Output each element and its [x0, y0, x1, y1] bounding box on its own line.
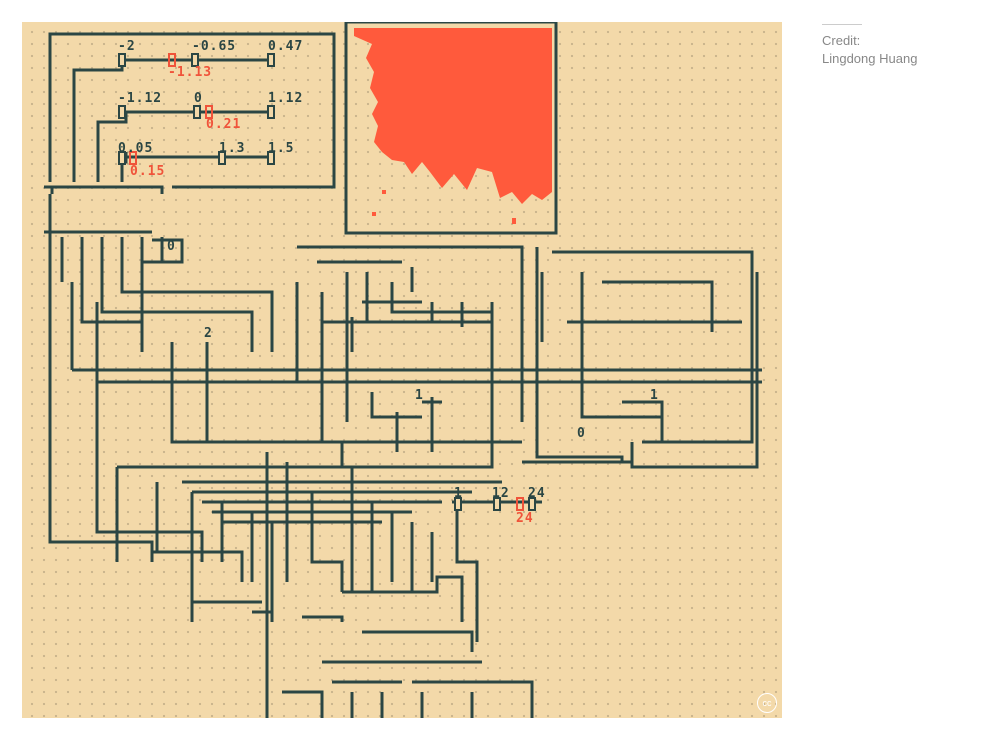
slider-handle [218, 151, 226, 165]
wire [320, 272, 494, 442]
slider-value-knob [129, 151, 137, 165]
wire [117, 465, 502, 524]
wire [522, 272, 759, 469]
wire [265, 452, 344, 718]
slider-handle [493, 497, 501, 511]
wire [370, 392, 442, 452]
slider-handle [454, 497, 462, 511]
wire [567, 272, 742, 352]
slider-3-value[interactable]: 0.15 [130, 164, 166, 179]
slider-handle [118, 105, 126, 119]
wire [72, 368, 762, 384]
wire [322, 300, 492, 352]
slider-4-value[interactable]: 24 [516, 511, 534, 526]
wire [152, 550, 344, 622]
slider-handle [267, 151, 275, 165]
node-label: 1 [415, 388, 424, 403]
credit-author: Lingdong Huang [822, 51, 918, 66]
wire [535, 247, 754, 462]
slider-1-mid: -0.65 [192, 39, 237, 54]
slider-value-knob [168, 53, 176, 67]
node-label: 2 [204, 326, 213, 341]
wire [60, 237, 254, 352]
slider-1-max: 0.47 [268, 39, 304, 54]
slider-4-max: 24 [528, 486, 546, 501]
wire [282, 690, 474, 718]
fractal-speck [382, 190, 386, 194]
slider-handle [267, 53, 275, 67]
wires-layer [44, 22, 762, 718]
wire [48, 32, 336, 189]
slider-2-min: -1.12 [118, 91, 163, 106]
node-label: 0 [577, 426, 586, 441]
slider-handle [191, 53, 199, 67]
slider-3-min: 0.05 [118, 141, 154, 156]
slider-handle [528, 497, 536, 511]
fractal-speck [512, 218, 516, 224]
wire [342, 502, 479, 642]
slider-handle [118, 53, 126, 67]
slider-value-knob [205, 105, 213, 119]
credit-label: Credit: [822, 33, 861, 48]
wire [295, 245, 524, 422]
slider-1-value[interactable]: -1.13 [168, 65, 213, 80]
wire [410, 267, 494, 442]
output-plot-frame [344, 22, 558, 235]
slider-4-min: 1 [454, 486, 463, 501]
slider-handle [267, 105, 275, 119]
wire [322, 630, 534, 718]
slider-2-value[interactable]: 0.21 [206, 117, 242, 132]
slider-value-knob [516, 497, 524, 511]
wire [580, 272, 754, 444]
slider-3-mid: 1.3 [219, 141, 246, 156]
slider-1-min: -2 [118, 39, 136, 54]
wire [44, 185, 164, 194]
slider-2-max: 1.12 [268, 91, 304, 106]
credit-divider [822, 24, 862, 25]
fractal-speck [372, 212, 376, 216]
node-label: 0 [167, 239, 176, 254]
cc-license-icon: cc [757, 693, 777, 713]
wire [322, 440, 494, 469]
node-graph-canvas[interactable]: -2 -0.65 0.47 -1.13 -1.12 0 1.12 0.21 0.… [22, 22, 782, 718]
slider-3-max: 1.5 [268, 141, 295, 156]
slider-handle [193, 105, 201, 119]
wire [120, 237, 274, 352]
wire [350, 467, 434, 592]
wire [70, 282, 204, 562]
slider-4-mid: 12 [492, 486, 510, 501]
node-label: 1 [650, 388, 659, 403]
fractal-region [354, 28, 552, 204]
slider-2-mid: 0 [194, 91, 203, 106]
wire [115, 467, 254, 622]
slider-handle [118, 151, 126, 165]
